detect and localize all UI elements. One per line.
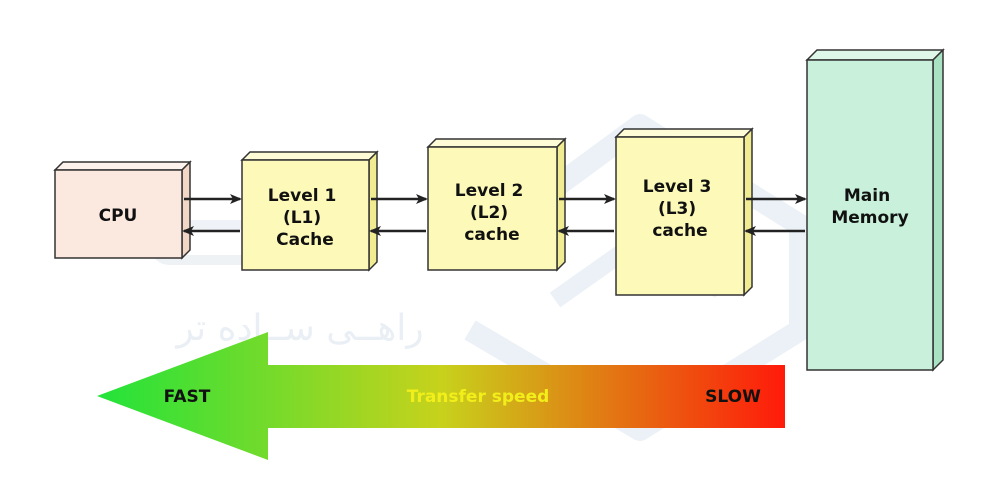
l3-label: Level 3 (L3) cache xyxy=(643,177,717,241)
cpu-label: CPU xyxy=(99,206,138,226)
l3-cache-box: Level 3 (L3) cache xyxy=(614,127,754,297)
l1-label: Level 1 (L1) Cache xyxy=(268,186,342,250)
l1-cache-box: Level 1 (L1) Cache xyxy=(240,150,379,272)
connector-arrows xyxy=(182,194,807,236)
cpu-box: CPU xyxy=(53,160,192,260)
main-memory-label: Main Memory xyxy=(831,186,908,228)
l2-cache-box: Level 2 (L2) cache xyxy=(426,137,567,272)
l2-label: Level 2 (L2) cache xyxy=(455,181,529,245)
watermark-text: راهــی ســاده تر xyxy=(174,308,423,349)
transfer-speed-label: Transfer speed xyxy=(407,387,550,407)
main-memory-box: Main Memory xyxy=(805,48,945,372)
fast-label: FAST xyxy=(164,387,211,407)
slow-label: SLOW xyxy=(705,387,761,407)
speed-arrow-shape xyxy=(97,332,785,460)
transfer-speed-arrow: FAST Transfer speed SLOW xyxy=(97,332,785,460)
